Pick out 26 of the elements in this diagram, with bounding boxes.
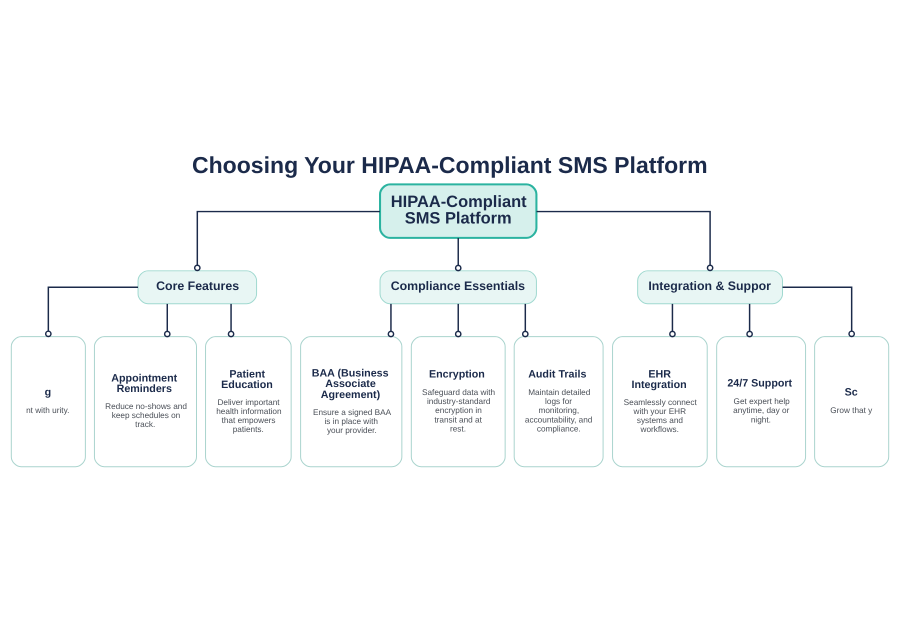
diagram-title: Choosing Your HIPAA-Compliant SMS Platform <box>192 152 708 178</box>
connector <box>194 210 380 272</box>
node-box: g nt with urity. <box>10 336 86 468</box>
node-box: Compliance Essentials <box>380 270 537 304</box>
node-box: BAA (Business Associate Agreement) Ensure a signed BAA is in place with your provider. <box>300 336 402 468</box>
connector <box>536 210 714 272</box>
node-box: Core Features <box>138 270 258 304</box>
connector <box>44 286 138 338</box>
node-box: Encryption Safeguard data with industry-standard encryption in transit and at rest. <box>410 336 506 468</box>
node-box: Integration & Suppor <box>637 270 784 304</box>
node-box: Patient Education Deliver important health information that empowers patients. <box>205 336 292 468</box>
connector <box>746 304 753 338</box>
connector <box>228 304 234 338</box>
node-box: HIPAA-Compliant SMS Platform <box>379 183 538 239</box>
node-box: EHR Integration Seamlessly connect with your EHR systems and workflows. <box>612 336 708 468</box>
connector <box>388 304 394 338</box>
node-box: 24/7 Support Get expert help anytime, day or night. <box>716 336 806 468</box>
connector <box>522 304 529 338</box>
connector <box>454 238 462 272</box>
node-box: Appointment Reminders Reduce no-shows and keep schedules on track. <box>94 336 197 468</box>
connector <box>782 286 856 338</box>
connector <box>454 304 462 338</box>
node-box: Audit Trails Maintain detailed logs for monitoring, accountability, and compliance. <box>514 336 604 468</box>
connector <box>669 304 676 338</box>
connector <box>164 304 171 338</box>
node-box: Sc Grow that y <box>814 336 890 468</box>
